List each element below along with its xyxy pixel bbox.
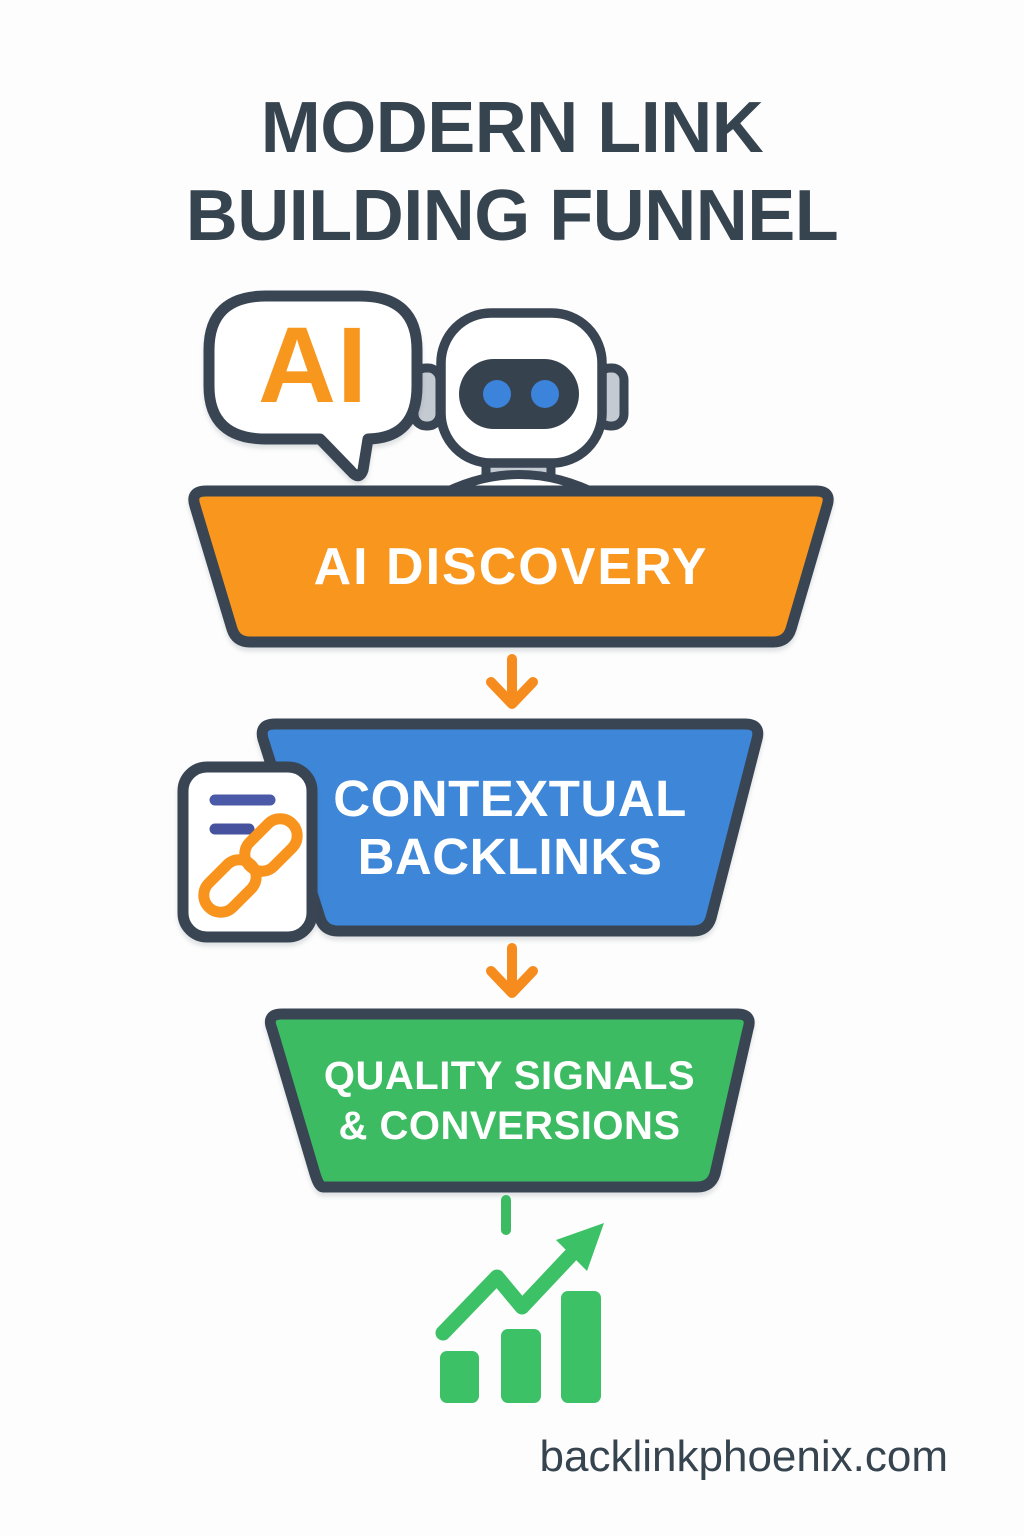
flow-arrow-down-2 <box>486 943 538 998</box>
funnel-stage-label-contextual-backlinks: CONTEXTUAL BACKLINKS <box>259 724 761 931</box>
chart-bar-1 <box>440 1351 479 1403</box>
chain-link-icon <box>198 813 303 918</box>
page-title: MODERN LINK BUILDING FUNNEL <box>0 84 1024 260</box>
robot-head-icon <box>409 308 629 519</box>
chart-trend-line <box>435 1248 578 1341</box>
robot-face-plate <box>459 359 579 429</box>
chart-bar-2 <box>501 1329 541 1403</box>
growth-bar-chart-icon <box>435 1223 604 1403</box>
document-link-icon <box>177 761 318 943</box>
robot-eye-right <box>531 380 559 408</box>
arrow-down-head <box>486 677 538 709</box>
title-line-1: MODERN LINK <box>260 88 764 168</box>
stage-label-line: & CONVERSIONS <box>338 1103 681 1148</box>
chain-link-lower <box>198 854 262 918</box>
ai-bubble-label: AI <box>258 303 368 425</box>
stage-label-line: AI DISCOVERY <box>313 537 709 596</box>
website-url: backlinkphoenix.com <box>539 1432 948 1481</box>
stage-label-line: QUALITY SIGNALS <box>323 1053 696 1098</box>
funnel-stage-label-quality-signals: QUALITY SIGNALS & CONVERSIONS <box>266 1014 753 1187</box>
chart-bar-3 <box>561 1291 601 1403</box>
funnel-stage-ai-discovery-shape <box>188 485 834 648</box>
ai-chat-bubble-icon <box>203 290 423 482</box>
flow-arrow-down-1 <box>486 654 538 709</box>
stage-label-line: CONTEXTUAL <box>333 769 687 827</box>
funnel-stage-quality-signals-shape <box>264 1008 755 1193</box>
arrow-down-head <box>486 966 538 998</box>
stage-label-line: BACKLINKS <box>357 827 663 885</box>
funnel-stage-label-ai-discovery: AI DISCOVERY <box>190 491 832 642</box>
robot-eye-left <box>483 380 511 408</box>
chart-trend-arrowhead <box>556 1223 604 1271</box>
funnel-stage-contextual-backlinks-shape <box>256 718 764 937</box>
title-line-2: BUILDING FUNNEL <box>185 176 839 256</box>
